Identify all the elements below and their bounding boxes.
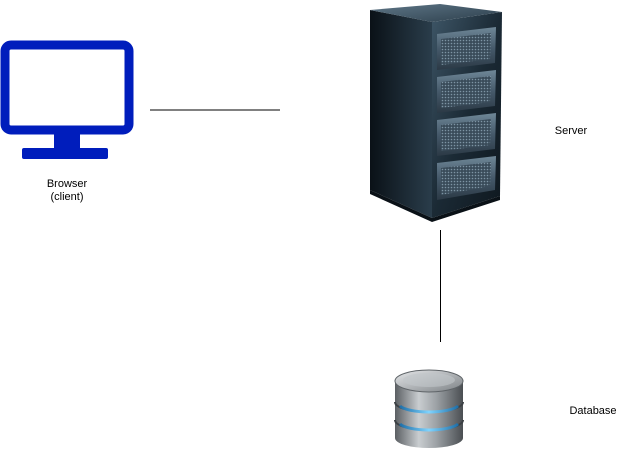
monitor-icon[interactable] bbox=[0, 40, 134, 159]
database-icon[interactable] bbox=[394, 369, 464, 448]
browser-label-line1: Browser bbox=[46, 178, 88, 190]
browser-label-line2: (client) bbox=[50, 191, 84, 203]
server-label: Server bbox=[554, 125, 588, 137]
server-rack-icon[interactable] bbox=[370, 4, 502, 222]
database-label: Database bbox=[569, 405, 617, 417]
browser-label: Browser (client) bbox=[22, 178, 112, 204]
